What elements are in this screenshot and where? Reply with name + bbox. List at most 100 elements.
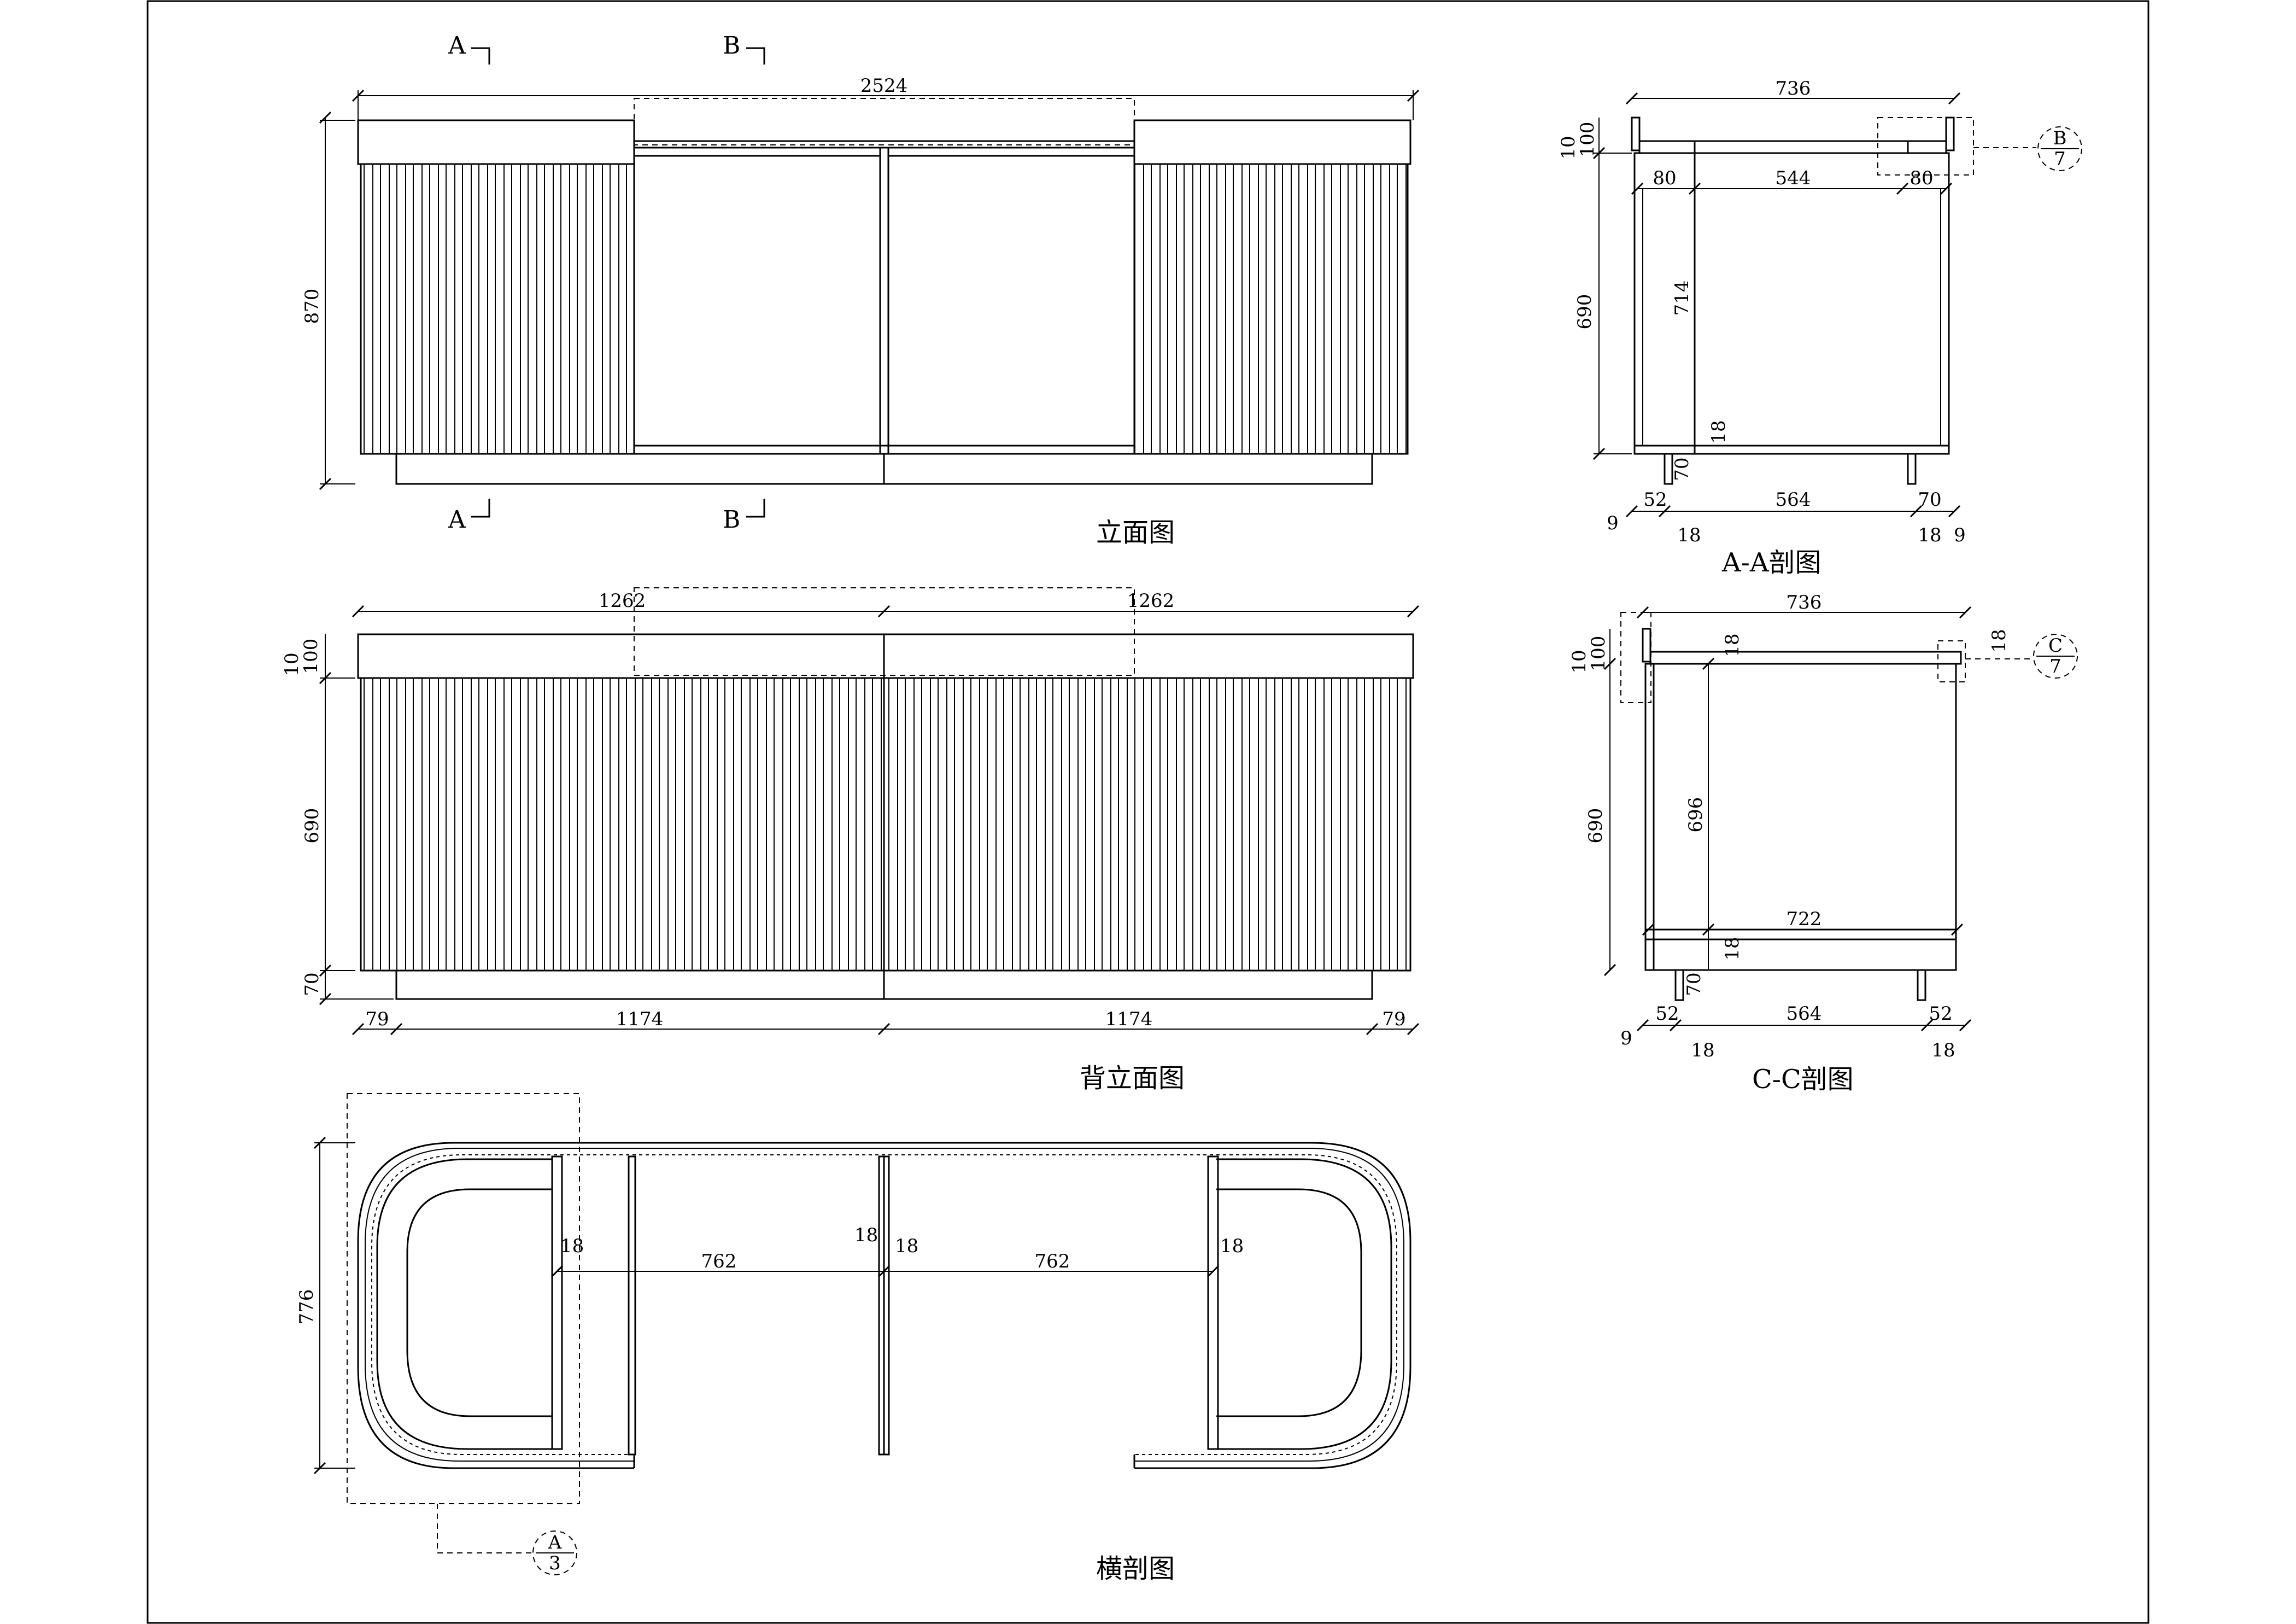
dim-aa-body: 690 <box>1574 294 1596 330</box>
plan-panel-1 <box>551 1155 563 1450</box>
front-elevation: 2524 870 A B A B 立面图 <box>301 32 1420 548</box>
dim-aa-width: 736 <box>1776 78 1811 100</box>
back-fluted-panel <box>360 677 1411 972</box>
dim-aa-bottom-6: 18 <box>1918 524 1941 546</box>
dim-plan-span-right: 762 <box>1035 1251 1070 1272</box>
title-back-elevation: 背立面图 <box>1080 1063 1185 1094</box>
open-bay-right <box>887 147 1135 455</box>
title-section-aa: A-A剖图 <box>1721 547 1821 578</box>
aa-top <box>1638 140 1947 154</box>
dim-total-width: 2524 <box>860 75 908 97</box>
dim-cc-width: 736 <box>1787 592 1822 614</box>
dim-plan-panel-4: 18 <box>1220 1235 1244 1257</box>
dim-cc-bottom-2: 52 <box>1655 1003 1679 1025</box>
callout-a3 <box>532 1530 577 1575</box>
aa-inner <box>1642 188 1941 446</box>
countertop-left <box>357 119 635 165</box>
dim-aa-bottom-7: 9 <box>1954 524 1966 546</box>
dim-back-top-height: 100 <box>300 639 322 674</box>
dim-back-bottom-4: 79 <box>1382 1008 1405 1030</box>
cc-top <box>1649 651 1962 665</box>
callout-c7-letter: C <box>2048 635 2063 657</box>
dim-back-left-width: 1262 <box>599 590 646 612</box>
dim-aa-bottom-5: 70 <box>1918 489 1941 511</box>
plan-section: 762 762 18 18 18 18 776 A 3 横剖图 <box>296 1093 1411 1584</box>
dim-plan-depth: 776 <box>296 1289 318 1325</box>
dim-aa-bottom-4: 564 <box>1776 489 1811 511</box>
dim-back-bottom-3: 1174 <box>1105 1008 1153 1030</box>
dim-cc-top-thick: 10 <box>1568 650 1590 673</box>
back-elevation: 1262 1262 10 100 690 70 79 1174 1174 79 … <box>281 587 1420 1094</box>
dim-plan-panel-1: 18 <box>560 1235 584 1257</box>
dim-aa-inner-3: 80 <box>1910 167 1933 189</box>
fluted-panel-left <box>360 163 635 455</box>
callout-a3-letter: A <box>548 1532 562 1553</box>
plan-panel-4 <box>1207 1155 1219 1450</box>
dim-aa-bottom-3: 18 <box>1677 524 1701 546</box>
cut-mark-a-top: A <box>448 32 466 60</box>
plan-inner-right <box>1216 1188 1362 1417</box>
dim-aa-top-thick: 10 <box>1557 136 1579 159</box>
dim-back-base: 70 <box>301 972 323 996</box>
plan-panel-2 <box>628 1155 636 1456</box>
dim-aa-top-height: 100 <box>1577 122 1598 157</box>
dim-height: 870 <box>301 289 323 324</box>
dim-cc-body: 690 <box>1585 808 1607 844</box>
cc-leg-left <box>1674 969 1684 1001</box>
cut-mark-b-top: B <box>723 32 740 60</box>
section-aa: 736 80 544 80 10 100 690 714 18 70 9 52 … <box>1557 78 2082 578</box>
dim-aa-base: 70 <box>1671 457 1693 481</box>
dim-aa-shelf: 18 <box>1708 420 1730 443</box>
countertop-middle-hidden <box>634 98 1135 145</box>
dim-aa-inner-height: 714 <box>1671 281 1693 316</box>
dim-aa-bottom-2: 52 <box>1643 489 1667 511</box>
dim-back-body: 690 <box>301 808 323 844</box>
callout-c7-sheet: 7 <box>2049 656 2061 677</box>
dim-aa-inner-2: 544 <box>1776 167 1811 189</box>
dim-aa-inner-1: 80 <box>1653 167 1676 189</box>
plan-detail-box <box>347 1093 580 1504</box>
dim-cc-bottom-5: 52 <box>1929 1003 1952 1025</box>
dim-cc-shelf-width: 722 <box>1787 908 1822 930</box>
cut-mark-a-bottom: A <box>448 506 466 534</box>
title-plan-section: 横剖图 <box>1096 1553 1175 1584</box>
dim-cc-panel-right: 18 <box>1988 629 2010 652</box>
back-countertop-hidden <box>634 587 1135 676</box>
back-countertop <box>357 633 1414 679</box>
dim-cc-top-height: 100 <box>1588 636 1609 671</box>
aa-leg-right <box>1907 453 1917 485</box>
dim-plan-span-left: 762 <box>701 1251 737 1272</box>
dim-cc-panel-top: 18 <box>1721 633 1743 657</box>
plan-outer-outline <box>357 1142 1411 1469</box>
cc-leg-right <box>1917 969 1926 1001</box>
dim-plan-panel-2: 18 <box>854 1224 878 1246</box>
dim-cc-bottom-6: 18 <box>1931 1039 1955 1061</box>
dim-aa-bottom-1: 9 <box>1607 512 1619 534</box>
dim-cc-shelf: 18 <box>1721 937 1743 960</box>
aa-leg-left <box>1664 453 1673 485</box>
callout-b7 <box>2037 126 2082 171</box>
dim-back-right-width: 1262 <box>1127 590 1175 612</box>
open-bay-left <box>633 147 881 455</box>
dim-back-bottom-1: 79 <box>365 1008 389 1030</box>
dim-cc-base: 70 <box>1683 972 1705 996</box>
dim-back-bottom-2: 1174 <box>616 1008 664 1030</box>
dim-cc-inner-height: 696 <box>1685 797 1707 833</box>
dim-cc-bottom-3: 18 <box>1691 1039 1714 1061</box>
aa-top-left-edge <box>1631 116 1641 151</box>
callout-b7-sheet: 7 <box>2054 148 2066 170</box>
cc-detail-box-right <box>1937 640 1966 682</box>
cc-top-left-edge <box>1642 628 1651 663</box>
callout-b7-letter: B <box>2053 127 2067 149</box>
dim-cc-bottom-4: 564 <box>1787 1003 1822 1025</box>
dim-back-top-thick: 10 <box>281 652 303 676</box>
cut-mark-b-bottom: B <box>723 506 740 534</box>
callout-c7 <box>2033 634 2078 679</box>
title-elevation: 立面图 <box>1096 517 1175 548</box>
sheet-border <box>147 0 2149 1624</box>
callout-a3-sheet: 3 <box>549 1552 561 1574</box>
countertop-right <box>1133 119 1411 165</box>
title-section-cc: C-C剖图 <box>1752 1064 1854 1095</box>
cc-body <box>1644 663 1957 971</box>
